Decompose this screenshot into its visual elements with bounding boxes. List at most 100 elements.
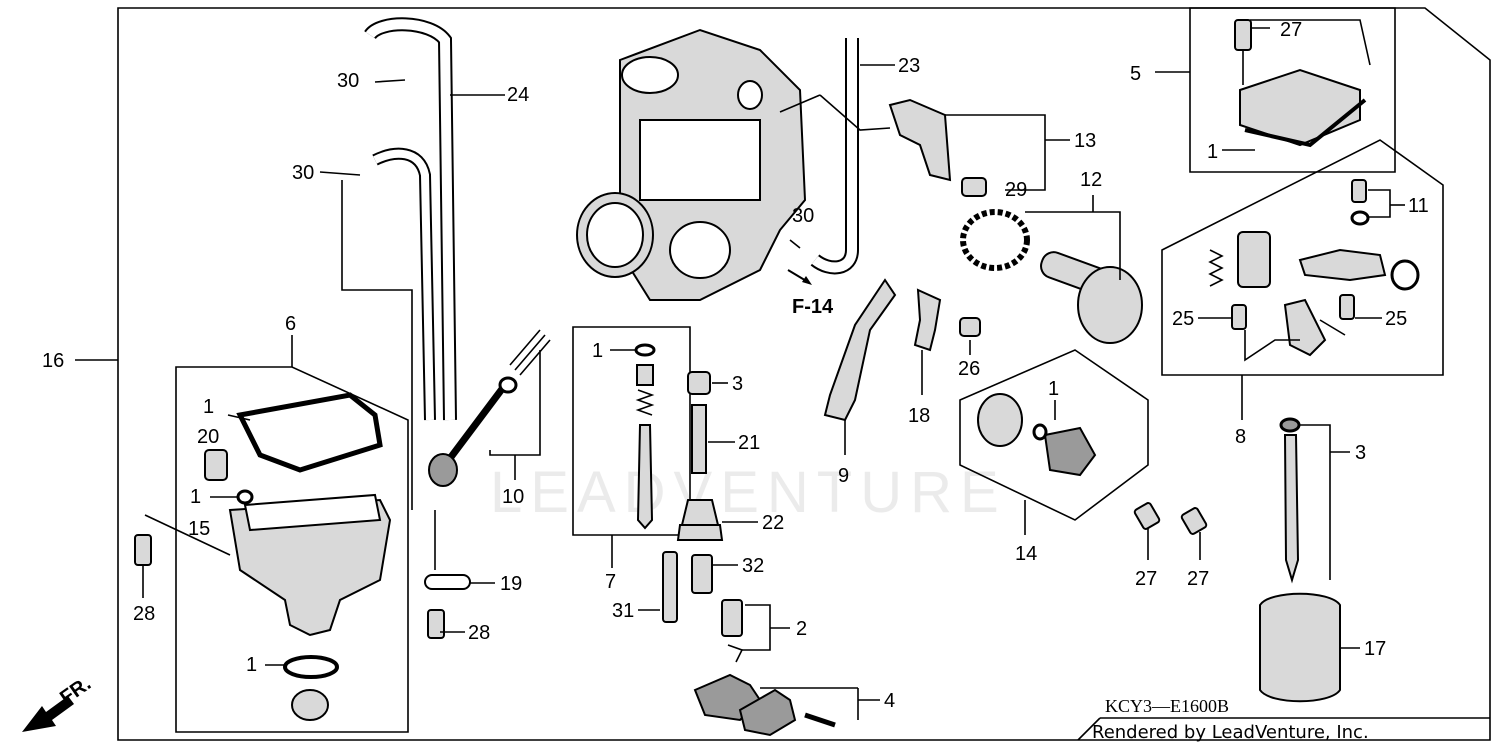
link-bracket	[1283, 298, 1327, 357]
callout-18: 18	[908, 405, 930, 427]
jet-needle	[636, 424, 654, 530]
callout-3b: 3	[1355, 442, 1366, 464]
washer-1	[236, 489, 254, 505]
o-ring-1	[283, 655, 339, 679]
needle-clip-3	[1279, 417, 1301, 433]
callout-14: 14	[1015, 543, 1037, 565]
screw-20	[204, 449, 228, 481]
cover-gasket	[1244, 98, 1367, 148]
bracket-19	[424, 574, 471, 590]
callout-29: 29	[1005, 179, 1027, 201]
link-spring	[1208, 249, 1224, 287]
callout-1d: 1	[592, 340, 603, 362]
callout-22: 22	[762, 512, 784, 534]
callout-26: 26	[958, 358, 980, 380]
bracket-18	[913, 288, 942, 352]
screw-25b	[1339, 294, 1355, 320]
link-plate	[1237, 231, 1271, 288]
callout-25b: 25	[1385, 308, 1407, 330]
callout-24: 24	[507, 84, 529, 106]
callout-1e: 1	[1048, 378, 1059, 400]
screw-26	[959, 317, 981, 337]
callout-23: 23	[898, 55, 920, 77]
callout-31: 31	[612, 600, 634, 622]
callout-17: 17	[1364, 638, 1386, 660]
accel-pump-box	[959, 349, 1149, 521]
pilot-screw	[442, 382, 508, 468]
credit-text: Rendered by LeadVenture, Inc.	[1092, 722, 1369, 743]
holder-22	[676, 499, 724, 541]
callout-32: 32	[742, 555, 764, 577]
sleeve-17	[1259, 592, 1341, 703]
jet-32	[691, 554, 713, 594]
callout-4: 4	[884, 690, 895, 712]
watermark: LEADVENTURE	[490, 460, 1007, 525]
callout-11: 11	[1408, 195, 1429, 217]
screw-11	[1351, 179, 1367, 203]
carburetor-body	[576, 28, 807, 301]
callout-13: 13	[1074, 130, 1096, 152]
callout-25a: 25	[1172, 308, 1194, 330]
jet-31	[662, 551, 678, 623]
callout-1f: 1	[1207, 141, 1218, 163]
top-cover-box	[1189, 7, 1396, 173]
callout-8: 8	[1235, 426, 1246, 448]
hose-24b-inner	[373, 149, 434, 421]
screw-25a	[1231, 304, 1247, 330]
callout-30b: 30	[292, 162, 314, 184]
spring-10	[509, 329, 551, 376]
callout-16: 16	[42, 350, 64, 372]
washer-10	[498, 376, 518, 394]
callout-1b: 1	[190, 486, 201, 508]
callout-7: 7	[605, 571, 616, 593]
callout-1c: 1	[246, 654, 257, 676]
callout-27c: 27	[1187, 568, 1209, 590]
callout-12: 12	[1080, 169, 1102, 191]
float-chamber-box	[175, 366, 409, 733]
float-4b	[738, 688, 797, 737]
screw-28b	[427, 609, 445, 639]
callout-27b: 27	[1135, 568, 1157, 590]
lever-9	[823, 278, 897, 422]
hose-23	[810, 38, 859, 275]
gasket-1	[236, 392, 383, 473]
screw-27b	[1133, 502, 1161, 530]
link-washer	[1390, 259, 1420, 291]
pump-diaphragm	[977, 393, 1023, 447]
callout-28b: 28	[468, 622, 490, 644]
throttle-drum	[1077, 266, 1143, 344]
code-slant	[1077, 717, 1101, 741]
spring-12	[960, 209, 1030, 271]
callout-10: 10	[502, 486, 524, 508]
callout-30a: 30	[337, 70, 359, 92]
jet-3	[687, 371, 711, 395]
pilot-knob	[428, 453, 458, 487]
float-pin	[804, 712, 836, 728]
callout-labels: 16 30 24 30 6 1 20 1 15 28 1 19 28 10 1 …	[42, 19, 1429, 712]
jet-needle-3	[1283, 434, 1300, 584]
diagram-code: KCY3—E1600B	[1105, 696, 1229, 716]
callout-28a: 28	[133, 603, 155, 625]
hose-23-inner	[811, 38, 857, 273]
throttle-link-box	[1161, 139, 1444, 376]
callout-1a: 1	[203, 396, 214, 418]
callout-19: 19	[500, 573, 522, 595]
callout-20: 20	[197, 426, 219, 448]
screw-28a	[134, 534, 152, 566]
callout-5: 5	[1130, 63, 1141, 85]
float-chamber	[228, 493, 392, 637]
float-valve	[721, 599, 743, 637]
f14-arrowhead	[802, 276, 812, 285]
reference-f14: F-14	[792, 296, 834, 318]
callout-3a: 3	[732, 373, 743, 395]
callout-21: 21	[738, 432, 760, 454]
leader-lines	[75, 19, 1405, 720]
needle-clip	[636, 364, 654, 386]
pump-cover	[1043, 426, 1097, 477]
washer-11	[1350, 210, 1370, 226]
drain-plug	[291, 689, 329, 721]
needle-jet-21	[691, 404, 707, 474]
callout-27a: 27	[1280, 19, 1302, 41]
screw-29	[961, 177, 987, 197]
